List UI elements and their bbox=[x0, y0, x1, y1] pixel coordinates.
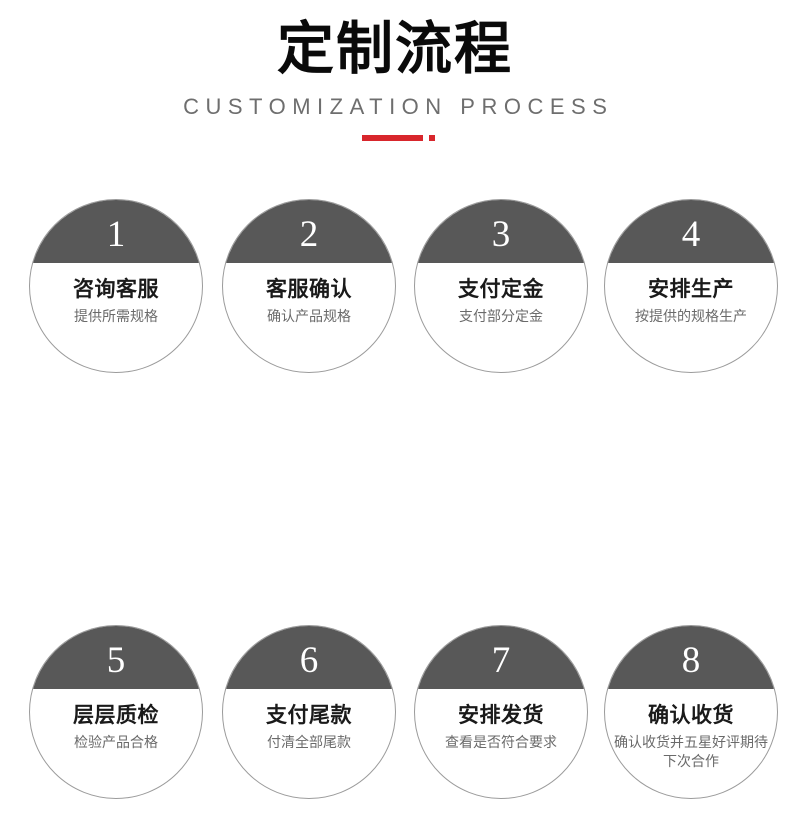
step-description: 提供所需规格 bbox=[74, 309, 158, 325]
process-step-6[interactable]: 6 支付尾款 付清全部尾款 bbox=[222, 625, 396, 799]
step-content: 层层质检 检验产品合格 bbox=[30, 689, 202, 798]
step-label: 支付尾款 bbox=[266, 703, 352, 727]
step-description: 确认产品规格 bbox=[267, 309, 351, 325]
step-number: 1 bbox=[106, 214, 126, 255]
page-header: 定制流程 CUSTOMIZATION PROCESS bbox=[0, 0, 790, 142]
step-number: 8 bbox=[681, 640, 701, 681]
step-description: 按提供的规格生产 bbox=[635, 309, 747, 325]
step-content: 客服确认 确认产品规格 bbox=[223, 263, 395, 372]
step-label: 安排生产 bbox=[648, 277, 734, 301]
step-content: 安排发货 查看是否符合要求 bbox=[415, 689, 587, 798]
step-number: 2 bbox=[299, 214, 319, 255]
step-number: 6 bbox=[299, 640, 319, 681]
step-label: 层层质检 bbox=[73, 703, 159, 727]
step-number: 4 bbox=[681, 214, 701, 255]
process-step-3[interactable]: 3 支付定金 支付部分定金 bbox=[414, 199, 588, 373]
process-step-4[interactable]: 4 安排生产 按提供的规格生产 bbox=[604, 199, 778, 373]
step-description: 付清全部尾款 bbox=[267, 735, 351, 751]
step-content: 安排生产 按提供的规格生产 bbox=[605, 263, 777, 372]
step-number-badge: 1 bbox=[30, 200, 202, 263]
process-step-7[interactable]: 7 安排发货 查看是否符合要求 bbox=[414, 625, 588, 799]
step-description: 检验产品合格 bbox=[74, 735, 158, 751]
step-number-badge: 6 bbox=[223, 626, 395, 689]
process-row-1: 1 咨询客服 提供所需规格 2 客服确认 确认产品规格 3 bbox=[0, 199, 790, 412]
step-content: 支付尾款 付清全部尾款 bbox=[223, 689, 395, 798]
step-number-badge: 3 bbox=[415, 200, 587, 263]
step-label: 客服确认 bbox=[266, 277, 352, 301]
page-title: 定制流程 bbox=[277, 16, 513, 82]
title-accent-rule bbox=[0, 135, 790, 142]
step-number-badge: 5 bbox=[30, 626, 202, 689]
step-description: 确认收货并五星好评期待下次合作 bbox=[614, 735, 768, 770]
step-number: 5 bbox=[106, 640, 126, 681]
process-step-2[interactable]: 2 客服确认 确认产品规格 bbox=[222, 199, 396, 373]
customization-process-page: 定制流程 CUSTOMIZATION PROCESS 1 咨询客服 提供所需规格… bbox=[0, 0, 790, 799]
process-step-5[interactable]: 5 层层质检 检验产品合格 bbox=[29, 625, 203, 799]
step-label: 确认收货 bbox=[648, 703, 734, 727]
step-label: 安排发货 bbox=[458, 703, 544, 727]
accent-bar bbox=[362, 135, 423, 141]
step-content: 咨询客服 提供所需规格 bbox=[30, 263, 202, 372]
process-step-8[interactable]: 8 确认收货 确认收货并五星好评期待下次合作 bbox=[604, 625, 778, 799]
step-label: 咨询客服 bbox=[73, 277, 159, 301]
accent-dot bbox=[429, 135, 435, 141]
step-content: 确认收货 确认收货并五星好评期待下次合作 bbox=[605, 689, 777, 798]
step-label: 支付定金 bbox=[458, 277, 544, 301]
step-content: 支付定金 支付部分定金 bbox=[415, 263, 587, 372]
process-steps-grid: 1 咨询客服 提供所需规格 2 客服确认 确认产品规格 3 bbox=[0, 199, 790, 799]
process-step-1[interactable]: 1 咨询客服 提供所需规格 bbox=[29, 199, 203, 373]
step-number-badge: 2 bbox=[223, 200, 395, 263]
step-number: 7 bbox=[491, 640, 511, 681]
step-number-badge: 7 bbox=[415, 626, 587, 689]
step-number-badge: 4 bbox=[605, 200, 777, 263]
process-row-2: 5 层层质检 检验产品合格 6 支付尾款 付清全部尾款 7 bbox=[0, 625, 790, 838]
step-description: 支付部分定金 bbox=[459, 309, 543, 325]
step-number: 3 bbox=[491, 214, 511, 255]
step-number-badge: 8 bbox=[605, 626, 777, 689]
page-subtitle: CUSTOMIZATION PROCESS bbox=[183, 94, 614, 119]
step-description: 查看是否符合要求 bbox=[445, 735, 557, 751]
